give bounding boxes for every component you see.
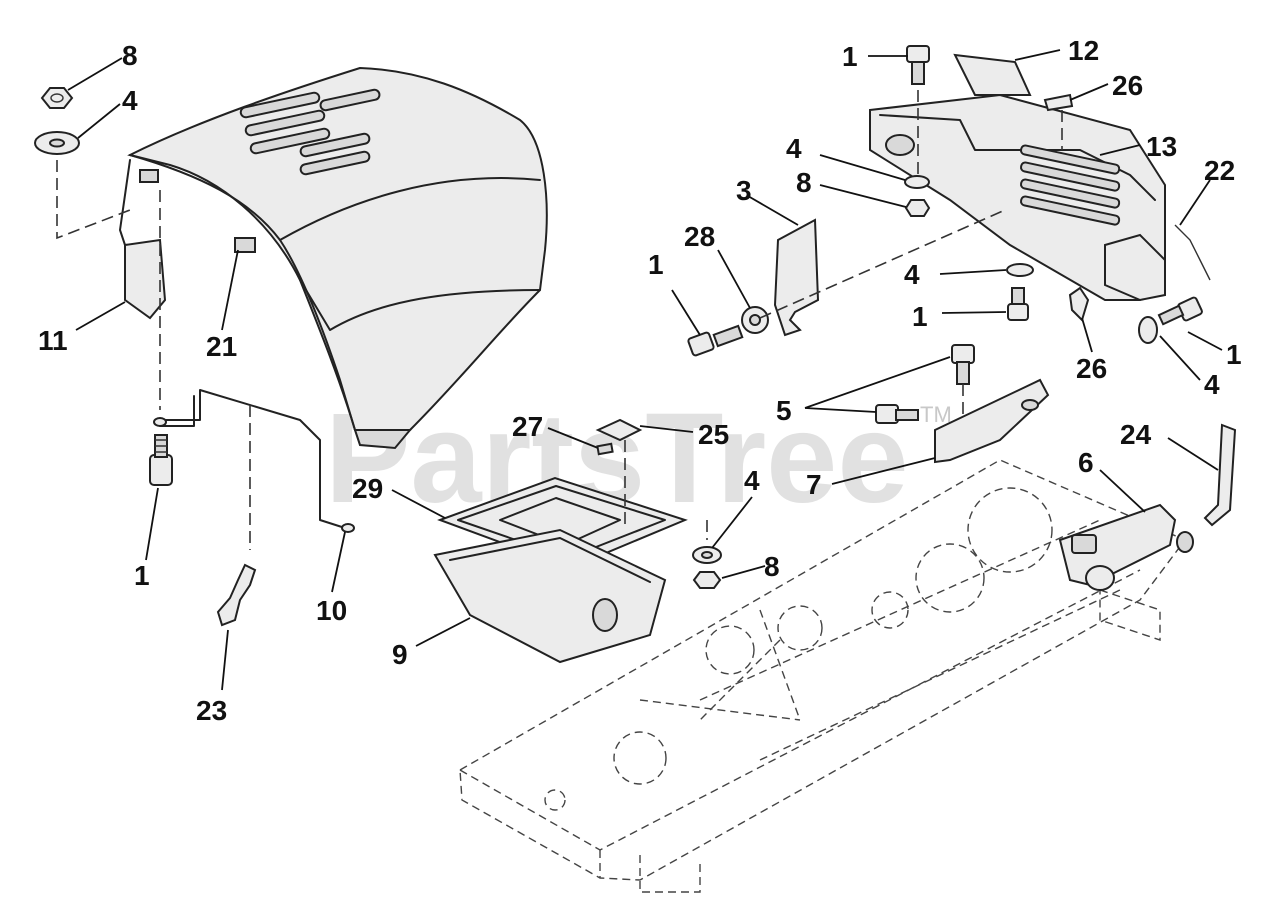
grille-13 — [869, 93, 1166, 302]
callout-1-left-mid: 1 — [648, 249, 664, 280]
nut-8-upper — [904, 199, 931, 217]
callout-4-upper: 4 — [786, 133, 802, 164]
callout-28: 28 — [684, 221, 715, 252]
callout-11: 11 — [38, 325, 68, 356]
callout-1-left: 1 — [134, 560, 150, 591]
callout-21: 21 — [206, 331, 237, 362]
clip-26-top — [1043, 93, 1074, 112]
nut-8-top-left — [40, 87, 74, 109]
callout-27: 27 — [512, 411, 543, 442]
callout-3: 3 — [736, 175, 752, 206]
bolt-1-top — [906, 45, 930, 85]
washer-4-center — [692, 546, 722, 564]
callout-4-far-right: 4 — [1204, 369, 1220, 400]
bolt-1-right-mid — [1007, 287, 1029, 321]
callout-7: 7 — [806, 469, 822, 500]
callout-8-center: 8 — [764, 551, 780, 582]
bolt-1-left — [149, 434, 173, 486]
callout-1-right-mid: 1 — [912, 301, 928, 332]
star-washer-28 — [741, 306, 769, 334]
callout-4-center: 4 — [744, 465, 760, 496]
callout-8-upper: 8 — [796, 167, 812, 198]
callout-24: 24 — [1120, 419, 1152, 450]
clip-23 — [216, 563, 257, 627]
callout-26-lower: 26 — [1076, 353, 1107, 384]
callout-labels: 8 4 11 21 1 10 23 1 12 26 13 22 4 8 3 28… — [38, 35, 1242, 726]
bolt-5-side — [875, 404, 919, 424]
leader-lines — [67, 49, 1223, 691]
bolt-5-top — [951, 344, 975, 385]
callout-4-right-mid: 4 — [904, 259, 920, 290]
callout-8-top-left: 8 — [122, 40, 138, 71]
spring-22 — [1174, 224, 1211, 281]
bracket-3 — [773, 218, 820, 337]
clip-26-lower — [1068, 286, 1090, 322]
bracket-12 — [953, 53, 1032, 96]
washer-4-right-mid — [1006, 263, 1034, 277]
callout-29: 29 — [352, 473, 383, 504]
watermark-trademark: TM — [920, 402, 952, 427]
callout-6: 6 — [1078, 447, 1094, 478]
callout-13: 13 — [1146, 131, 1177, 162]
callout-1-far-right: 1 — [1226, 339, 1242, 370]
washer-4-far-right — [1138, 316, 1158, 344]
axle-bracket-6 — [1058, 503, 1194, 591]
bolt-1-left-mid — [687, 324, 744, 357]
support-rod-10 — [153, 389, 355, 533]
frame-chassis — [459, 459, 1187, 893]
callout-25: 25 — [698, 419, 729, 450]
callout-10: 10 — [316, 595, 347, 626]
callout-22: 22 — [1204, 155, 1235, 186]
bracket-24 — [1203, 423, 1237, 527]
hood — [119, 66, 548, 450]
bolt-1-far-right — [1157, 296, 1203, 326]
callout-9: 9 — [392, 639, 408, 670]
washer-4-upper — [904, 175, 930, 189]
callout-26-top: 26 — [1112, 70, 1143, 101]
callout-1-top: 1 — [842, 41, 858, 72]
callout-4-top-left: 4 — [122, 85, 138, 116]
callout-5: 5 — [776, 395, 792, 426]
callout-23: 23 — [196, 695, 227, 726]
washer-4-top-left — [34, 131, 80, 155]
seat-pan-9 — [433, 528, 667, 664]
callout-12: 12 — [1068, 35, 1099, 66]
bracket-7 — [934, 378, 1050, 464]
nut-8-center — [692, 571, 722, 589]
bracket-25-27 — [595, 418, 643, 456]
